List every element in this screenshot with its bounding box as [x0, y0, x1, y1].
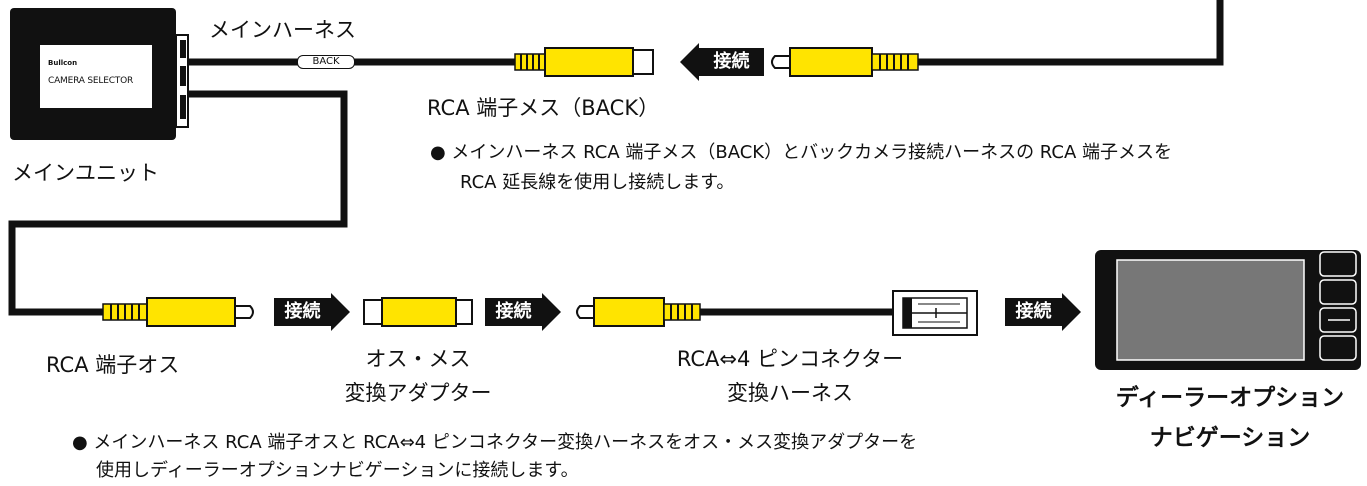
arrow-body	[274, 298, 331, 326]
rca-male-connector	[102, 297, 254, 327]
cable-right-to-top	[918, 0, 1224, 66]
main-unit: Bullcon CAMERA SELECTOR	[10, 8, 176, 140]
bottom-note-line1: ● メインハーネス RCA 端子オスと RCA⇔4 ピンコネクター変換ハーネスを…	[72, 432, 918, 453]
navigation-unit	[1095, 250, 1361, 370]
arrow-body	[699, 48, 764, 76]
connect-arrow-3-label: 接続	[1015, 301, 1052, 322]
connect-arrow-1-label: 接続	[284, 301, 321, 322]
main-harness-label: メインハーネス	[209, 18, 356, 42]
connect-arrow-2-label: 接続	[495, 301, 532, 322]
four-pin-connector	[892, 290, 978, 336]
model-label: CAMERA SELECTOR	[48, 76, 134, 86]
arrow-head	[542, 293, 561, 331]
bottom-note-line2: 使用しディーラーオプションナビゲーションに接続します。	[96, 460, 579, 481]
rca-female-back-label: RCA 端子メス（BACK）	[427, 96, 660, 120]
top-note-line2: RCA 延長線を使用し接続します。	[460, 172, 735, 193]
connect-arrow-1: 接続	[274, 293, 350, 331]
pin-harness-label-line2: 変換ハーネス	[727, 381, 853, 405]
brand-logo: Bullcon	[48, 59, 78, 67]
navigation-label: ディーラーオプション ナビゲーション	[1095, 378, 1365, 458]
rca-4pin-harness-plug	[576, 297, 701, 327]
adapter-label: オス・メス 変換アダプター	[318, 342, 518, 410]
back-tag: BACK	[297, 55, 355, 69]
arrow-head	[1062, 293, 1081, 331]
adapter-label-line1: オス・メス	[365, 347, 471, 371]
rca-female-camera-connector	[771, 47, 919, 77]
arrow-body	[485, 298, 542, 326]
connect-arrow-top: 接続	[680, 43, 764, 81]
navigation-label-line2: ナビゲーション	[1149, 425, 1311, 451]
connect-arrow-2: 接続	[485, 293, 561, 331]
rca-male-label: RCA 端子オス	[46, 353, 180, 377]
unit-ports	[175, 34, 189, 128]
rca-female-back-connector	[514, 47, 654, 77]
cable-unit-down	[8, 90, 348, 316]
arrow-head	[331, 293, 350, 331]
connect-arrow-top-label: 接続	[713, 51, 750, 72]
adapter-label-line2: 変換アダプター	[344, 381, 492, 405]
pin-harness-label: RCA⇔4 ピンコネクター 変換ハーネス	[660, 342, 920, 410]
pin-harness-label-line1: RCA⇔4 ピンコネクター	[676, 347, 904, 371]
connect-arrow-3: 接続	[1005, 293, 1081, 331]
main-unit-panel: Bullcon CAMERA SELECTOR	[40, 45, 152, 108]
male-female-adapter	[363, 297, 473, 327]
arrow-head	[680, 43, 699, 81]
navigation-label-line1: ディーラーオプション	[1115, 385, 1345, 411]
top-note-line1: ● メインハーネス RCA 端子メス（BACK）とバックカメラ接続ハーネスの R…	[430, 142, 1173, 163]
main-unit-label: メインユニット	[12, 161, 159, 185]
arrow-body	[1005, 298, 1062, 326]
